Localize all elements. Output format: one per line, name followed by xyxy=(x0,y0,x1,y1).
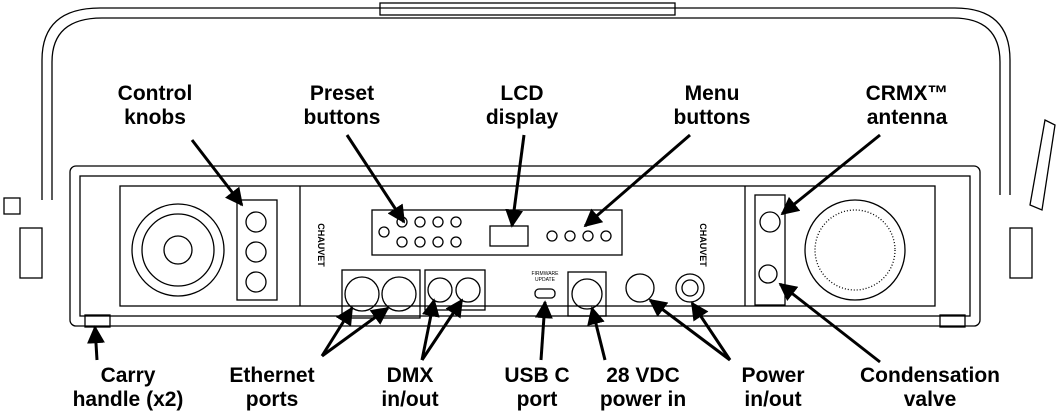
label-lcd-display: LCD display xyxy=(486,82,559,129)
firmware-label: UPDATE xyxy=(535,277,556,283)
label-control-knobs: Control knobs xyxy=(118,82,193,129)
svg-text:DMX: DMX xyxy=(387,364,434,387)
power-in xyxy=(625,273,655,303)
svg-text:Menu: Menu xyxy=(685,82,740,105)
svg-text:Condensation: Condensation xyxy=(860,364,1000,387)
svg-text:buttons: buttons xyxy=(674,106,751,129)
svg-text:port: port xyxy=(517,388,558,411)
svg-text:in/out: in/out xyxy=(381,388,438,411)
label-dmx: DMX in/out xyxy=(381,364,438,411)
condensation-valve xyxy=(758,264,778,284)
firmware-label: FIRMWARE xyxy=(531,271,559,277)
label-condensation-valve: Condensation valve xyxy=(860,364,1000,411)
svg-text:in/out: in/out xyxy=(744,388,801,411)
label-preset-buttons: Preset buttons xyxy=(304,82,381,129)
fan-right xyxy=(804,199,906,301)
control-knob xyxy=(245,241,267,263)
fan-left xyxy=(131,203,225,297)
vdc-port xyxy=(571,278,603,310)
control-knob xyxy=(245,211,267,233)
brand-logo: CHAUVET xyxy=(698,223,708,267)
svg-text:display: display xyxy=(486,106,559,129)
label-power: Power in/out xyxy=(741,364,804,411)
label-crmx-antenna: CRMX™ antenna xyxy=(866,82,949,129)
brand-logo: CHAUVET xyxy=(316,223,326,267)
svg-text:Ethernet: Ethernet xyxy=(229,364,314,387)
svg-text:CRMX™: CRMX™ xyxy=(866,82,949,105)
control-panel xyxy=(371,209,623,256)
power-out xyxy=(675,273,705,303)
ethernet-port xyxy=(381,276,417,312)
svg-text:valve: valve xyxy=(904,388,957,411)
label-carry-handle: Carry handle (x2) xyxy=(73,364,184,411)
dmx-port xyxy=(455,277,481,303)
carry-handle-left xyxy=(84,314,111,328)
svg-text:Carry: Carry xyxy=(101,364,156,387)
svg-text:antenna: antenna xyxy=(867,106,948,129)
svg-text:buttons: buttons xyxy=(304,106,381,129)
crmx-antenna xyxy=(759,211,781,233)
preset-buttons xyxy=(378,216,462,248)
svg-text:USB C: USB C xyxy=(504,364,569,387)
label-28vdc: 28 VDC power in xyxy=(600,364,686,411)
yoke xyxy=(3,2,1056,279)
carry-handle-right xyxy=(939,314,966,328)
label-usb: USB C port xyxy=(504,364,569,411)
label-ethernet-ports: Ethernet ports xyxy=(229,364,314,411)
ethernet-port xyxy=(344,276,380,312)
svg-text:Preset: Preset xyxy=(310,82,374,105)
callout-arrows xyxy=(86,133,881,364)
svg-text:Power: Power xyxy=(741,364,804,387)
fixture-body: CHAUVET CHAUVET FIRMWARE UPDATE xyxy=(69,165,981,328)
svg-text:28 VDC: 28 VDC xyxy=(606,364,680,387)
svg-text:Control: Control xyxy=(118,82,193,105)
svg-text:power in: power in xyxy=(600,388,686,411)
dmx-port xyxy=(427,277,453,303)
svg-text:ports: ports xyxy=(246,388,299,411)
svg-text:knobs: knobs xyxy=(124,106,186,129)
label-menu-buttons: Menu buttons xyxy=(674,82,751,129)
menu-buttons xyxy=(546,230,612,242)
svg-text:handle (x2): handle (x2) xyxy=(73,388,184,411)
lcd-display xyxy=(489,225,529,247)
svg-text:LCD: LCD xyxy=(500,82,543,105)
usb-c-port xyxy=(534,288,556,299)
control-knob xyxy=(245,271,267,293)
